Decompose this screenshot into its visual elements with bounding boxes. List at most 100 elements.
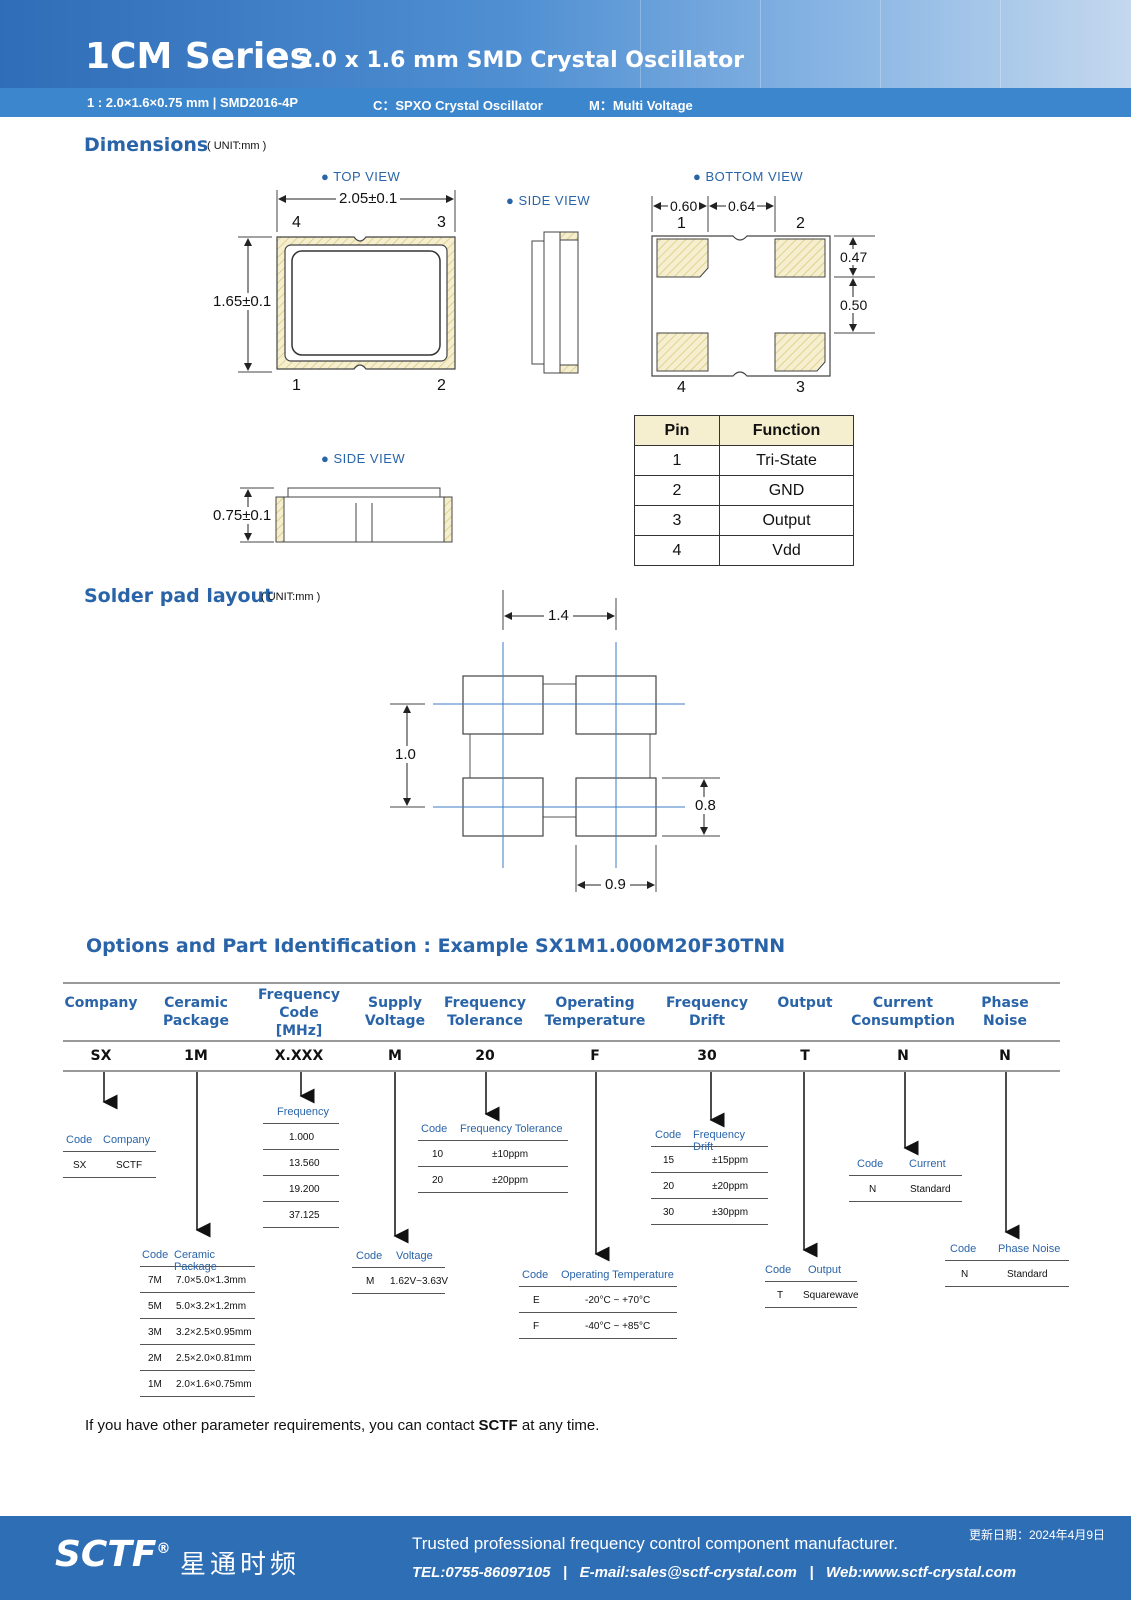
output-header: Output — [808, 1264, 842, 1276]
output-value: Squarewave — [803, 1290, 859, 1301]
top-width-dim: 2.05±0.1 — [336, 190, 401, 207]
column-header: Operating Temperature — [544, 995, 646, 1029]
sctf-logo: SCTF® — [55, 1534, 171, 1575]
code-header: Code — [655, 1129, 682, 1141]
table-header-row: Pin Function — [634, 415, 854, 446]
code-header: Code — [950, 1243, 977, 1255]
row-code: 20 — [663, 1181, 675, 1192]
value-header: Frequency Drift — [693, 1129, 745, 1153]
row-code: E — [533, 1295, 540, 1306]
tagline: Trusted professional frequency control c… — [412, 1534, 899, 1553]
series-title: 1CM Series — [85, 36, 312, 77]
row-value: ±20ppm — [712, 1181, 749, 1192]
voltage-header: Voltage — [396, 1250, 433, 1262]
column-code: F — [590, 1048, 600, 1064]
output-code: T — [777, 1290, 784, 1301]
top-pin-2: 2 — [437, 377, 446, 394]
bottom-pin-2: 2 — [796, 215, 805, 232]
pad-width-dim: 0.9 — [601, 876, 630, 893]
pin-cell: 4 — [634, 535, 720, 566]
column-code: 30 — [697, 1048, 717, 1064]
solder-width-dim: 1.4 — [544, 607, 573, 624]
logo-chinese: 星通时频 — [180, 1550, 301, 1580]
row-code: 20 — [432, 1175, 444, 1186]
row-code: 7M — [148, 1275, 162, 1286]
logo-text: SCTF — [55, 1534, 157, 1575]
table-row: 37.125 — [263, 1202, 339, 1228]
spec-strip: 1 : 2.0×1.6×0.75 mm | SMD2016-4P C：SPXO … — [0, 88, 1131, 117]
row-code: 1M — [148, 1379, 162, 1390]
top-pin-3: 3 — [437, 214, 446, 231]
current-value: Standard — [910, 1184, 951, 1195]
bottom-pin-4: 4 — [677, 379, 686, 396]
column-header: Company — [64, 995, 138, 1011]
banner-decoration — [760, 0, 761, 88]
table-row: 20 ±20ppm — [651, 1173, 768, 1199]
voltage-value: 1.62V~3.63V — [390, 1276, 449, 1287]
table-row: F-40°C ~ +85°C — [519, 1313, 677, 1339]
row-code: 15 — [663, 1155, 675, 1166]
column-code: T — [800, 1048, 810, 1064]
column-code: 20 — [475, 1048, 495, 1064]
voltage-code: M — [366, 1276, 375, 1287]
registered-mark: ® — [156, 1541, 171, 1557]
pin-cell: 3 — [634, 505, 720, 536]
company-header: Company — [103, 1134, 151, 1146]
phase-value: Standard — [1007, 1269, 1048, 1280]
column-header: Current Consumption — [851, 995, 955, 1029]
bottom-pin-1: 1 — [677, 215, 686, 232]
table-row: 15±15ppm — [651, 1147, 768, 1173]
pin-cell: 2 — [634, 475, 720, 506]
top-view-drawing — [238, 190, 456, 373]
value-header: Frequency Tolerance — [460, 1123, 563, 1135]
side-view-label-2: ● SIDE VIEW — [321, 451, 406, 466]
row-value: 5.0×3.2×1.2mm — [176, 1301, 247, 1312]
code-header: Code — [66, 1134, 93, 1146]
banner-decoration — [640, 0, 641, 88]
footer: SCTF® 星通时频 Trusted professional frequenc… — [0, 1516, 1131, 1600]
thickness-dim: 0.75±0.1 — [213, 507, 272, 524]
bottom-dim-b: 0.64 — [726, 198, 758, 214]
column-header: Frequency Code [MHz] — [258, 987, 340, 1039]
function-cell: Output — [719, 505, 854, 536]
pad-height-dim: 0.8 — [695, 797, 716, 814]
row-value: -20°C ~ +70°C — [585, 1295, 651, 1306]
column-code: N — [999, 1048, 1011, 1064]
column-header: Supply Voltage — [364, 995, 426, 1029]
spec-type: C：SPXO Crystal Oscillator — [373, 98, 543, 113]
bottom-dim-d: 0.50 — [840, 297, 868, 313]
function-cell: Tri-State — [719, 445, 854, 476]
solder-pad-drawing — [390, 590, 720, 892]
note-text: If you have other parameter requirements… — [85, 1417, 479, 1434]
column-header: Frequency Drift — [666, 995, 748, 1029]
row-value: 2.0×1.6×0.75mm — [176, 1379, 252, 1390]
dimensions-unit: ( UNIT:mm ) — [207, 140, 267, 152]
phase-noise-header: Phase Noise — [998, 1243, 1061, 1255]
divider — [63, 1040, 1060, 1042]
table-row: 1M 2.0×1.6×0.75mm — [140, 1371, 255, 1397]
table-header-row: Code Frequency Drift — [651, 1121, 768, 1153]
dimension-drawings — [238, 190, 875, 543]
row-code: 3M — [148, 1327, 162, 1338]
value-header: Ceramic Package — [174, 1249, 217, 1273]
series-subtitle: 2.0 x 1.6 mm SMD Crystal Oscillator — [298, 48, 745, 73]
column-code: M — [388, 1048, 402, 1064]
solder-height-dim: 1.0 — [395, 746, 416, 763]
spec-voltage: M：Multi Voltage — [589, 98, 693, 113]
company-name: SCTF — [116, 1160, 143, 1171]
row-code: 2M — [148, 1353, 162, 1364]
code-header: Code — [522, 1269, 549, 1281]
contact-note: If you have other parameter requirements… — [85, 1417, 599, 1434]
column-code: 1M — [184, 1048, 208, 1064]
divider — [63, 1070, 1060, 1072]
